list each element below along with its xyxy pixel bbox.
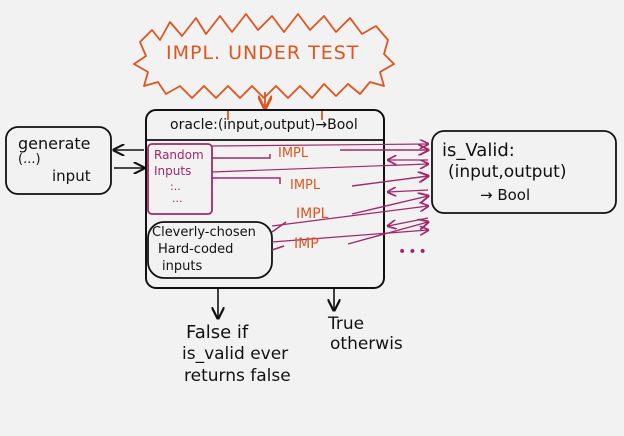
impl-label-1: IMPL bbox=[278, 146, 309, 161]
return-tick-2 bbox=[388, 190, 429, 192]
flow-line-2 bbox=[212, 177, 281, 184]
hardcoded-inputs-line-1: Cleverly-chosen bbox=[152, 225, 256, 240]
flow-line-4 bbox=[271, 245, 285, 251]
return-tick-3 bbox=[388, 217, 429, 226]
random-inputs-line-3: :.. bbox=[170, 180, 181, 193]
is-valid-params: (input,output) bbox=[448, 162, 567, 182]
random-inputs-line-2: Inputs bbox=[154, 164, 192, 178]
output-line-4b bbox=[271, 230, 428, 243]
is-valid-title: is_Valid: bbox=[442, 140, 515, 161]
output-line-2b bbox=[211, 164, 428, 173]
random-inputs-box bbox=[147, 143, 213, 215]
output-line-1b bbox=[211, 144, 428, 146]
random-inputs-line-4: ... bbox=[172, 192, 183, 205]
output-line-3 bbox=[351, 196, 428, 215]
impl-label-2: IMPL bbox=[290, 178, 321, 193]
more-impls-dots: ••• bbox=[398, 244, 429, 260]
oracle-signature: oracle:(input,output)→Bool bbox=[170, 117, 358, 133]
false-outcome-line-1: False if bbox=[186, 322, 249, 343]
hardcoded-inputs-line-3: inputs bbox=[162, 259, 203, 274]
impl-under-test-label: IMPL. UNDER TEST bbox=[166, 42, 360, 64]
false-outcome-line-2: is_valid ever bbox=[182, 344, 289, 364]
is-valid-return: → Bool bbox=[480, 186, 531, 204]
hardcoded-inputs-line-2: Hard-coded bbox=[158, 242, 234, 257]
flow-line-1 bbox=[212, 154, 271, 159]
true-outcome-line-1: True bbox=[328, 314, 365, 334]
generate-args: (...) bbox=[18, 152, 41, 167]
generate-box bbox=[5, 126, 112, 195]
generate-title: generate bbox=[18, 134, 91, 153]
impl-label-4: IMP bbox=[294, 236, 319, 252]
output-line-2 bbox=[351, 176, 428, 187]
false-outcome-line-3: returns false bbox=[184, 366, 291, 386]
flow-line-3 bbox=[271, 221, 287, 233]
is-valid-box bbox=[431, 130, 617, 214]
generate-output: input bbox=[52, 167, 91, 185]
output-line-3b bbox=[271, 206, 428, 227]
random-inputs-line-1: Random bbox=[154, 148, 204, 162]
oracle-box bbox=[145, 109, 385, 289]
true-outcome-line-2: otherwis bbox=[330, 334, 403, 354]
impl-cloud-outline bbox=[133, 13, 395, 99]
impl-label-3: IMPL bbox=[296, 206, 329, 222]
